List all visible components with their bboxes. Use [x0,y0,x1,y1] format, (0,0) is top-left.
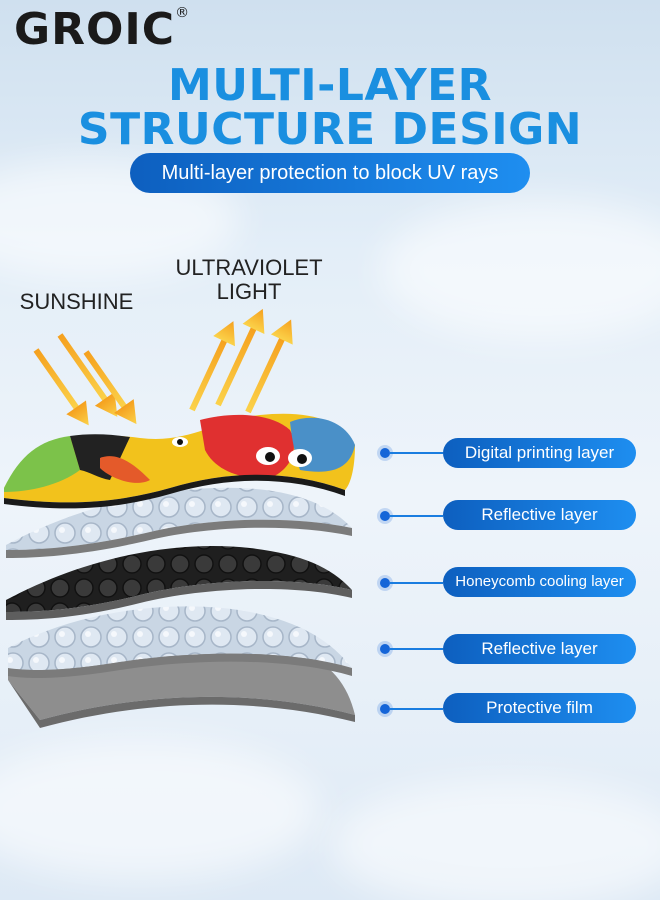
callout-line [390,648,443,650]
brand-name: GROIC [14,4,176,55]
callout-dot [380,704,390,714]
uv-label-line-1: ULTRAVIOLET [175,255,323,280]
layer-label-digital-printing: Digital printing layer [443,438,636,468]
subtitle-banner: Multi-layer protection to block UV rays [130,153,530,193]
callout-dot [380,511,390,521]
reflective-layer-1 [6,487,352,550]
callout-dot [380,448,390,458]
callout-line [390,515,443,517]
ultraviolet-arrows [189,308,293,414]
callout-dot [380,644,390,654]
cloud [380,200,660,340]
callout-line [390,582,443,584]
reflective-layer-2 [8,606,352,670]
callout-dot [380,578,390,588]
registered-mark: ® [175,5,191,21]
layer-label-protective-film: Protective film [443,693,636,723]
sunshine-label: SUNSHINE [19,289,134,314]
layer-label-honeycomb: Honeycomb cooling layer [443,567,636,597]
sunshine-arrows [33,333,137,426]
cloud [0,740,320,880]
headline-line-1: MULTI-LAYER [167,60,493,111]
layer-label-reflective-1: Reflective layer [443,500,636,530]
uv-label-line-2: LIGHT [216,279,282,304]
brand-logo: GROIC® [14,5,191,52]
layer-label-reflective-2: Reflective layer [443,634,636,664]
honeycomb-cooling-layer [6,545,352,612]
callout-line [390,452,443,454]
callout-line [390,708,443,710]
cloud [330,780,660,900]
headline-line-2: STRUCTURE DESIGN [77,104,583,155]
